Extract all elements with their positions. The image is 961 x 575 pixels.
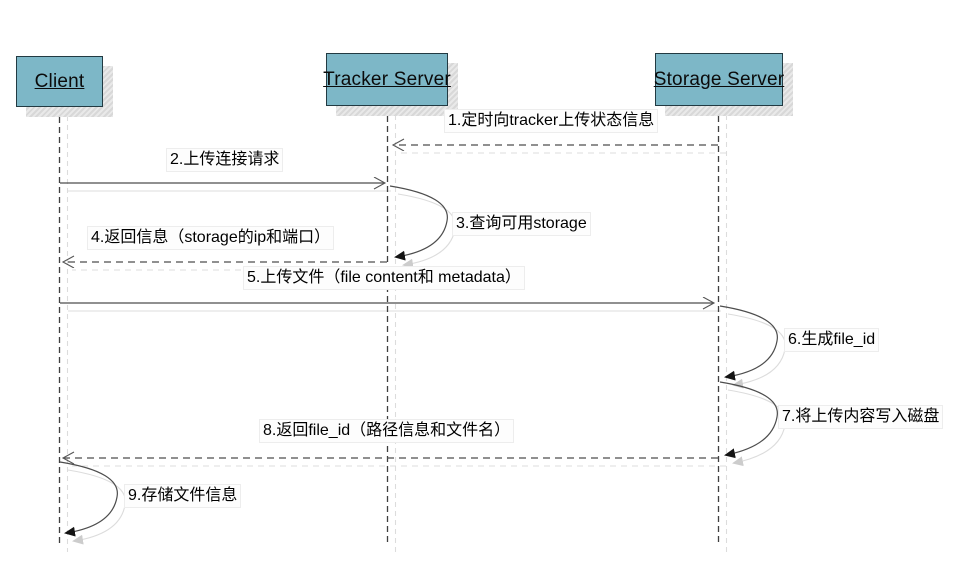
actor-client-label: Client xyxy=(34,70,85,92)
message-3-arrow xyxy=(389,185,448,261)
message-6-arrow xyxy=(719,305,778,381)
actor-storage-label: Storage Server xyxy=(653,68,785,90)
message-2-label: 2.上传连接请求 xyxy=(166,148,284,172)
message-7-label: 7.将上传内容写入磁盘 xyxy=(778,405,944,429)
lifelines-group xyxy=(58,106,720,545)
messages-group xyxy=(59,145,778,537)
message-5-label: 5.上传文件（file content和 metadata） xyxy=(243,266,525,290)
actor-client: Client xyxy=(16,56,103,107)
message-9-arrow xyxy=(59,461,118,537)
message-8-label: 8.返回file_id（路径信息和文件名） xyxy=(259,419,515,443)
actor-tracker: Tracker Server xyxy=(323,53,451,106)
actor-storage: Storage Server xyxy=(653,53,785,106)
message-4-label: 4.返回信息（storage的ip和端口） xyxy=(87,226,335,250)
message-1-label: 1.定时向tracker上传状态信息 xyxy=(444,109,659,133)
message-6-label: 6.生成file_id xyxy=(784,328,880,352)
actor-tracker-label: Tracker Server xyxy=(323,68,451,90)
message-3-label: 3.查询可用storage xyxy=(452,212,591,236)
message-7-arrow xyxy=(719,381,778,459)
message-9-label: 9.存储文件信息 xyxy=(124,484,242,508)
